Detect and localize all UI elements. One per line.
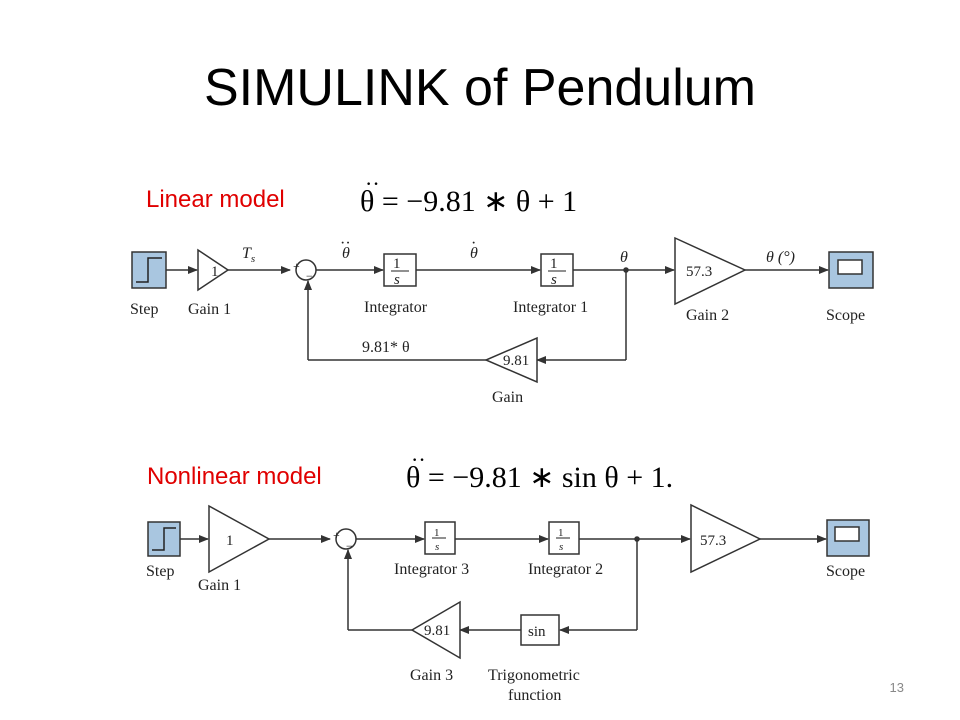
equation-rhs: = −9.81 ∗ sin θ + 1. xyxy=(427,461,674,494)
svg-text:s: s xyxy=(559,541,563,553)
scope-label: Scope xyxy=(826,307,865,324)
feedback-signal: 9.81* θ xyxy=(362,339,410,356)
step-label: Step xyxy=(130,301,158,318)
step-label: Step xyxy=(146,563,174,580)
equation-lhs: ··θ xyxy=(406,447,426,494)
gain-value: 9.81 xyxy=(503,353,529,369)
gain1-label: Gain 1 xyxy=(188,301,231,318)
svg-text:1: 1 xyxy=(434,527,440,539)
nonlinear-model-label: Nonlinear model xyxy=(147,463,322,490)
integrator1-num: 1 xyxy=(550,256,558,272)
gain3-label: Gain 3 xyxy=(410,667,453,684)
gain2-block xyxy=(674,236,747,306)
gain2-value: 57.3 xyxy=(686,264,712,280)
scope-block xyxy=(826,519,870,557)
equation-lhs: ··θ xyxy=(360,171,380,218)
gain2-label: Gain 2 xyxy=(686,307,729,324)
integrator3-label: Integrator 3 xyxy=(394,561,469,578)
nonlinear-equation: ··θ = −9.81 ∗ sin θ + 1. xyxy=(406,447,674,495)
integrator-block xyxy=(383,253,417,287)
step-block xyxy=(131,251,167,289)
gain1-value: 1 xyxy=(226,533,234,549)
ts-signal: Ts xyxy=(242,245,255,265)
integrator2-label: Integrator 2 xyxy=(528,561,603,578)
nonlinear-diagram xyxy=(147,503,870,660)
scope-label: Scope xyxy=(826,563,865,580)
theta-ddot-signal: θ xyxy=(342,245,350,262)
gain-value: 57.3 xyxy=(700,533,726,549)
integrator-den: s xyxy=(394,272,400,288)
theta-dot-signal: θ xyxy=(470,245,478,262)
theta-signal: θ xyxy=(620,249,628,266)
trig-label-line2: function xyxy=(508,687,561,704)
step-block xyxy=(147,521,181,557)
gain1-label: Gain 1 xyxy=(198,577,241,594)
integrator-label: Integrator xyxy=(364,299,428,316)
page-number: 13 xyxy=(889,680,904,695)
gain3-block xyxy=(410,600,461,660)
integrator-num: 1 xyxy=(393,256,401,272)
gain-block xyxy=(484,336,538,384)
integrator1-den: s xyxy=(551,272,557,288)
gain3-value: 9.81 xyxy=(424,623,450,639)
equation-rhs: = −9.81 ∗ θ + 1 xyxy=(381,185,578,218)
scope-block xyxy=(828,251,874,289)
sum-plus: + xyxy=(293,259,300,273)
gain1-block xyxy=(208,504,271,574)
sin-value: sin xyxy=(528,624,546,640)
svg-text:·: · xyxy=(471,235,476,252)
linear-diagram xyxy=(131,236,874,384)
theta-deg-signal: θ (°) xyxy=(766,249,795,266)
sum-minus: − xyxy=(346,539,353,553)
integrator1-block xyxy=(540,253,574,287)
svg-text:1: 1 xyxy=(558,527,564,539)
gain-label: Gain xyxy=(492,389,523,406)
sum-minus: − xyxy=(306,269,313,283)
trig-label-line1: Trigonometric xyxy=(488,667,580,684)
integrator1-label: Integrator 1 xyxy=(513,299,588,316)
gain1-value: 1 xyxy=(211,264,219,280)
sin-block xyxy=(520,614,560,646)
gain-block xyxy=(690,503,762,574)
svg-text:s: s xyxy=(435,541,439,553)
slide-title: SIMULINK of Pendulum xyxy=(203,59,757,117)
linear-equation: ··θ = −9.81 ∗ θ + 1 xyxy=(360,171,578,219)
sum-plus: + xyxy=(333,528,340,542)
gain1-block xyxy=(197,248,230,292)
svg-text:··: ·· xyxy=(340,235,351,252)
linear-model-label: Linear model xyxy=(146,186,285,213)
